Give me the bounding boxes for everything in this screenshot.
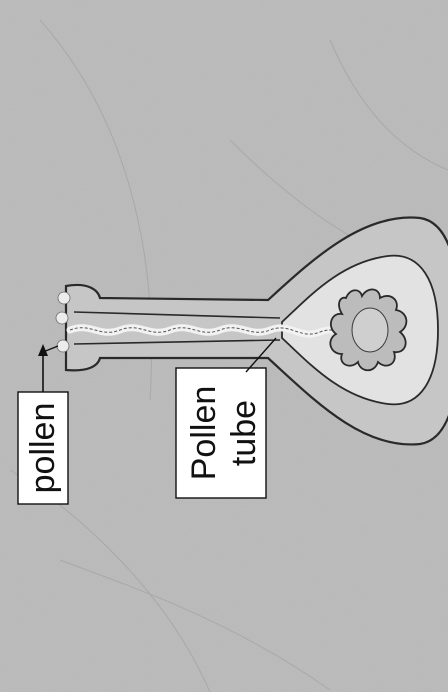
pollen-grain xyxy=(56,312,68,324)
pollen-grain xyxy=(57,340,69,352)
pollen-tube-label-line2: tube xyxy=(225,400,263,466)
pollen-grain xyxy=(58,292,70,304)
pollen-label-text: pollen xyxy=(24,403,62,494)
ovule-core xyxy=(352,308,388,352)
pollen-label: pollen xyxy=(18,392,68,504)
pollen-tube-label-line1: Pollen xyxy=(185,386,223,481)
pollen-tube-label: Pollen tube xyxy=(176,368,266,498)
